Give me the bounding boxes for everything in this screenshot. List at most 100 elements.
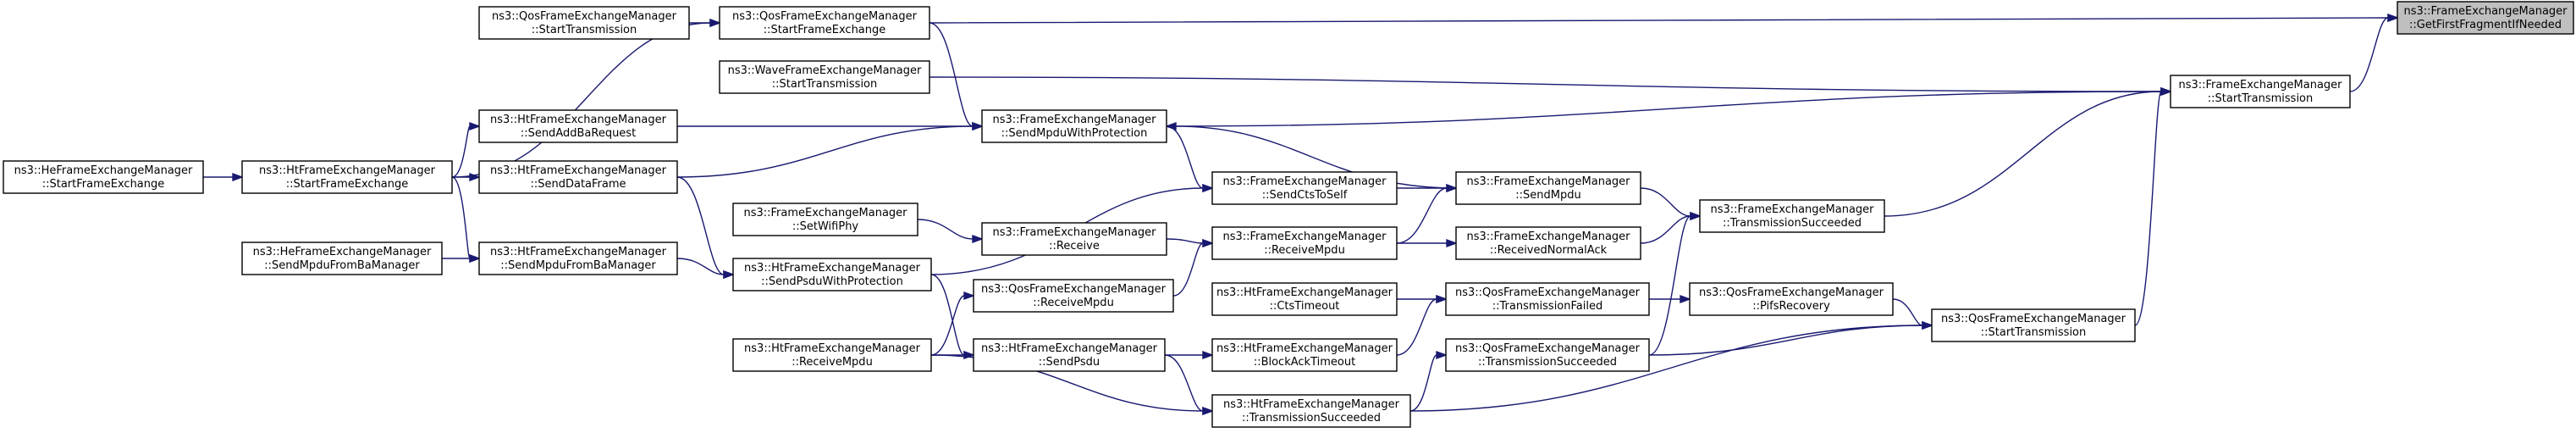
- edge-ht-blockack-timeout-to-qos-tx-failed: [1396, 295, 1448, 356]
- node-box: [241, 241, 443, 275]
- edge-ht-start-fe-to-qos-start-fe: [451, 19, 722, 178]
- edge-ht-send-psdu-to-ht-blockack-timeout: [1165, 351, 1215, 359]
- node-method-label: ::BlockAckTimeout: [1254, 356, 1355, 369]
- node-qos-tx-succeeded[interactable]: ns3::QosFrameExchangeManager::Transmissi…: [1445, 338, 1650, 372]
- node-method-label: ::ReceiveMpdu: [1033, 297, 1114, 309]
- node-fem-received-ack[interactable]: ns3::FrameExchangeManager::ReceivedNorma…: [1455, 226, 1641, 260]
- arrowhead: [1202, 184, 1215, 192]
- node-class-label: ns3::HtFrameExchangeManager: [490, 114, 667, 126]
- node-class-label: ns3::HtFrameExchangeManager: [259, 164, 436, 177]
- node-class-label: ns3::QosFrameExchangeManager: [1941, 313, 2126, 325]
- node-box: [241, 160, 453, 194]
- arrowhead: [469, 122, 482, 130]
- node-class-label: ns3::HeFrameExchangeManager: [253, 246, 432, 258]
- node-ht-send-mpdu-ba[interactable]: ns3::HtFrameExchangeManager::SendMpduFro…: [478, 241, 678, 275]
- arrowhead: [1680, 295, 1692, 303]
- node-class-label: ns3::FrameExchangeManager: [1466, 175, 1630, 188]
- edge-fem-tx-succeeded-to-fem-start-tx: [1884, 87, 2173, 217]
- node-qos-tx-failed[interactable]: ns3::QosFrameExchangeManager::Transmissi…: [1445, 282, 1650, 316]
- node-method-label: ::StartTransmission: [1981, 326, 2087, 339]
- arrowhead: [2160, 87, 2173, 96]
- node-qos-start-tx-a[interactable]: ns3::QosFrameExchangeManager::StartTrans…: [478, 6, 690, 40]
- node-he-start-fe[interactable]: ns3::HeFrameExchangeManager::StartFrameE…: [3, 160, 204, 194]
- edge-ht-send-data-to-fem-send-mpdu-wp: [676, 122, 985, 178]
- node-box: [973, 338, 1166, 372]
- node-box: [1211, 338, 1398, 372]
- node-fem-send-mpdu[interactable]: ns3::FrameExchangeManager::SendMpdu: [1455, 171, 1641, 205]
- edge-fem-receive-mpdu-to-fem-received-ack: [1397, 239, 1459, 247]
- node-class-label: ns3::FrameExchangeManager: [1222, 175, 1387, 188]
- node-class-label: ns3::HtFrameExchangeManager: [1216, 342, 1393, 355]
- node-qos-start-fe[interactable]: ns3::QosFrameExchangeManager::StartFrame…: [719, 6, 930, 40]
- node-ht-send-psdu[interactable]: ns3::HtFrameExchangeManager::SendPsdu: [973, 338, 1166, 372]
- edge-ht-send-mpdu-ba-to-ht-send-psdu-wp: [676, 258, 736, 279]
- edge-ht-start-fe-to-ht-send-data: [452, 173, 482, 181]
- node-class-label: ns3::QosFrameExchangeManager: [981, 283, 1167, 296]
- edge-qos-tx-succeeded-to-qos-start-tx-b: [1648, 321, 1934, 356]
- node-method-label: ::SendCtsToSelf: [1262, 189, 1348, 202]
- edge-fem-receive-mpdu-to-fem-send-mpdu: [1396, 184, 1459, 244]
- node-box: [719, 6, 930, 40]
- arrowhead: [469, 173, 482, 181]
- edge-ht-tx-succeeded-to-qos-start-tx-b: [1409, 321, 1934, 412]
- node-fem-start-tx[interactable]: ns3::FrameExchangeManager::StartTransmis…: [2170, 75, 2351, 108]
- node-class-label: ns3::QosFrameExchangeManager: [1455, 342, 1641, 355]
- node-method-label: ::SetWifiPhy: [792, 220, 859, 233]
- node-qos-receive-mpdu[interactable]: ns3::QosFrameExchangeManager::ReceiveMpd…: [973, 279, 1174, 313]
- node-box: [1211, 171, 1398, 205]
- node-class-label: ns3::HtFrameExchangeManager: [981, 342, 1158, 355]
- node-method-label: ::StartFrameExchange: [42, 178, 165, 191]
- arrowhead: [972, 235, 985, 243]
- node-fem-set-phy[interactable]: ns3::FrameExchangeManager::SetWifiPhy: [732, 203, 918, 236]
- node-box: [973, 279, 1174, 313]
- node-method-label: ::PifsRecovery: [1752, 300, 1830, 313]
- node-box: [2170, 75, 2351, 108]
- node-box: [1699, 199, 1885, 233]
- node-method-label: ::TransmissionFailed: [1492, 300, 1602, 313]
- node-ht-send-psdu-wp[interactable]: ns3::HtFrameExchangeManager::SendPsduWit…: [732, 258, 932, 291]
- node-method-label: ::SendPsduWithProtection: [761, 275, 903, 288]
- node-fem-receive-mpdu[interactable]: ns3::FrameExchangeManager::ReceiveMpdu: [1211, 226, 1398, 260]
- node-method-label: ::ReceivedNormalAck: [1490, 244, 1608, 257]
- node-fem-cts-to-self[interactable]: ns3::FrameExchangeManager::SendCtsToSelf: [1211, 171, 1398, 205]
- node-box: [732, 258, 932, 291]
- node-class-label: ns3::FrameExchangeManager: [1222, 230, 1387, 243]
- node-fem-send-mpdu-wp[interactable]: ns3::FrameExchangeManager::SendMpduWithP…: [981, 109, 1167, 143]
- node-wave-start-tx[interactable]: ns3::WaveFrameExchangeManager::StartTran…: [719, 60, 930, 94]
- edge-qos-receive-mpdu-to-fem-receive-mpdu: [1172, 239, 1215, 297]
- node-box: [1931, 308, 2136, 342]
- node-class-label: ns3::FrameExchangeManager: [2178, 79, 2342, 92]
- node-box: [1445, 282, 1650, 316]
- node-qos-pifs[interactable]: ns3::QosFrameExchangeManager::PifsRecove…: [1689, 282, 1894, 316]
- node-class-label: ns3::QosFrameExchangeManager: [732, 10, 918, 23]
- node-he-send-mpdu-ba[interactable]: ns3::HeFrameExchangeManager::SendMpduFro…: [241, 241, 443, 275]
- node-box: [1455, 226, 1641, 260]
- arrowhead: [1922, 321, 1934, 330]
- node-ht-tx-succeeded[interactable]: ns3::HtFrameExchangeManager::Transmissio…: [1211, 394, 1411, 428]
- arrowhead: [1202, 239, 1215, 247]
- arrowhead: [1436, 351, 1448, 359]
- node-qos-start-tx-b[interactable]: ns3::QosFrameExchangeManager::StartTrans…: [1931, 308, 2136, 342]
- node-ht-cts-timeout[interactable]: ns3::HtFrameExchangeManager::CtsTimeout: [1211, 282, 1398, 316]
- arrowhead: [1436, 295, 1448, 303]
- node-method-label: ::GetFirstFragmentIfNeeded: [2409, 19, 2562, 31]
- node-ht-blockack-timeout[interactable]: ns3::HtFrameExchangeManager::BlockAckTim…: [1211, 338, 1398, 372]
- node-fem-receive[interactable]: ns3::FrameExchangeManager::Receive: [981, 222, 1167, 256]
- node-ht-send-data[interactable]: ns3::HtFrameExchangeManager::SendDataFra…: [478, 160, 678, 194]
- arrowhead: [1202, 351, 1215, 359]
- node-box: [1211, 282, 1398, 316]
- node-ht-start-fe[interactable]: ns3::HtFrameExchangeManager::StartFrameE…: [241, 160, 453, 194]
- node-method-label: ::StartTransmission: [532, 24, 637, 36]
- arrowhead: [709, 19, 722, 27]
- node-ht-receive-mpdu[interactable]: ns3::HtFrameExchangeManager::ReceiveMpdu: [732, 338, 932, 372]
- node-get-first-fragment[interactable]: ns3::FrameExchangeManager::GetFirstFragm…: [2397, 1, 2574, 35]
- node-box: [732, 338, 932, 372]
- edge-ht-tx-succeeded-to-qos-tx-succeeded: [1409, 351, 1448, 412]
- node-class-label: ns3::FrameExchangeManager: [2403, 5, 2568, 18]
- node-fem-tx-succeeded[interactable]: ns3::FrameExchangeManager::TransmissionS…: [1699, 199, 1885, 233]
- arrowhead: [723, 270, 736, 279]
- node-ht-send-addba[interactable]: ns3::HtFrameExchangeManager::SendAddBaRe…: [478, 109, 678, 143]
- arrowhead: [972, 122, 985, 130]
- node-class-label: ns3::HtFrameExchangeManager: [490, 164, 667, 177]
- node-box: [1211, 394, 1411, 428]
